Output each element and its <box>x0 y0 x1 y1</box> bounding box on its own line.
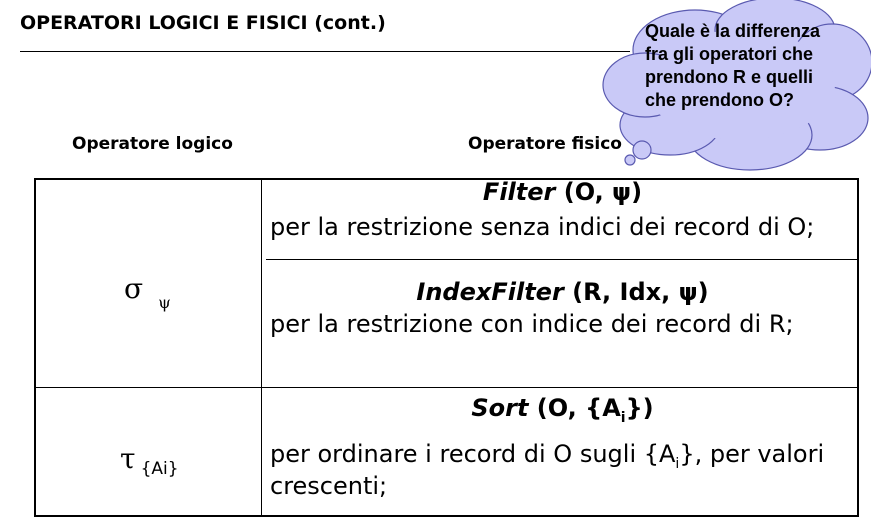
column-header-physical: Operatore fisico <box>468 134 622 154</box>
row-divider-inner <box>266 259 857 260</box>
operator-args: (R, Idx, ψ) <box>572 278 709 306</box>
callout-question: Quale è la differenza fra gli operatori … <box>645 21 821 110</box>
thought-cloud-callout <box>602 0 871 171</box>
operator-name: Sort <box>471 394 529 422</box>
desc-prefix: per ordinare i record di O sugli {A <box>270 440 676 468</box>
operator-args: (O, ψ) <box>563 178 643 206</box>
operator-args-prefix: (O, {A <box>536 394 621 422</box>
desc-suffix: }, per valori <box>679 440 825 468</box>
logical-operator-selection: σ ψ <box>124 272 171 312</box>
column-header-logical: Operatore logico <box>72 134 233 154</box>
operator-filter-heading: Filter (O, ψ) <box>265 178 860 206</box>
operator-indexfilter-description: per la restrizione con indice dei record… <box>270 310 794 338</box>
title-underline <box>20 51 630 52</box>
logical-operator-sort: τ {Ai} <box>120 442 179 479</box>
operator-args-subscript: i <box>620 409 626 426</box>
operator-args-suffix: }) <box>625 394 654 422</box>
desc-subscript: i <box>675 455 680 472</box>
sigma-symbol: σ <box>124 272 144 305</box>
column-divider <box>261 180 262 515</box>
tau-symbol: τ <box>120 442 136 475</box>
tau-subscript: {Ai} <box>140 459 179 479</box>
operator-name: IndexFilter <box>416 278 564 306</box>
operator-sort-description: per ordinare i record di O sugli {Ai}, p… <box>270 438 855 481</box>
operator-sort-description-line2: crescenti; <box>270 472 388 500</box>
row-divider <box>36 387 857 388</box>
operator-indexfilter-heading: IndexFilter (R, Idx, ψ) <box>265 278 860 306</box>
sigma-subscript: ψ <box>158 293 171 312</box>
operator-name: Filter <box>482 178 556 206</box>
operator-sort-heading: Sort (O, {Ai}) <box>265 394 860 426</box>
operators-table: σ ψ Filter (O, ψ) per la restrizione sen… <box>34 178 859 517</box>
operator-filter-description: per la restrizione senza indici dei reco… <box>270 213 815 241</box>
slide-title: OPERATORI LOGICI E FISICI (cont.) <box>20 12 386 34</box>
